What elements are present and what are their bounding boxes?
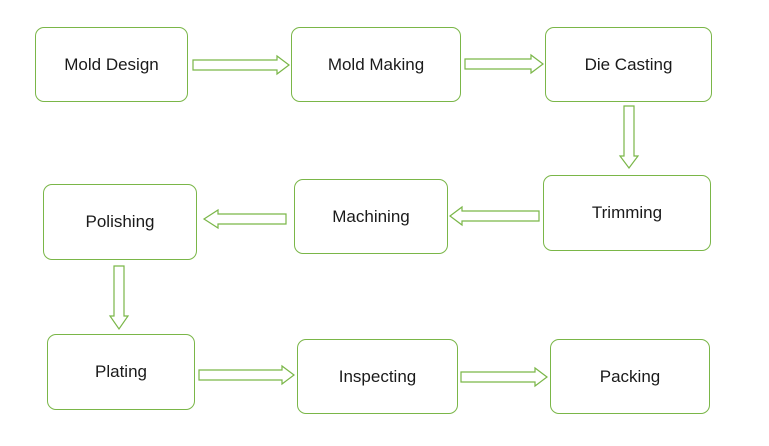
step-mold-making: Mold Making bbox=[291, 27, 461, 102]
arrow-right-icon bbox=[460, 366, 548, 388]
step-trimming: Trimming bbox=[543, 175, 711, 251]
step-plating: Plating bbox=[47, 334, 195, 410]
step-inspecting: Inspecting bbox=[297, 339, 458, 414]
step-machining: Machining bbox=[294, 179, 448, 254]
step-polishing: Polishing bbox=[43, 184, 197, 260]
step-label: Die Casting bbox=[584, 54, 673, 74]
step-label: Polishing bbox=[85, 212, 155, 231]
arrow-left-icon bbox=[449, 205, 540, 227]
arrow-left-icon bbox=[202, 208, 287, 230]
step-label: Trimming bbox=[591, 203, 663, 222]
arrow-right-icon bbox=[464, 53, 544, 75]
arrow-right-icon bbox=[198, 364, 295, 386]
arrow-down-icon bbox=[108, 265, 130, 331]
step-label: Inspecting bbox=[338, 366, 417, 386]
step-label: Machining bbox=[332, 206, 410, 226]
step-label: Mold Making bbox=[327, 54, 425, 74]
step-label: Mold Design bbox=[64, 54, 159, 74]
step-label: Plating bbox=[95, 362, 147, 381]
step-mold-design: Mold Design bbox=[35, 27, 188, 102]
arrow-down-icon bbox=[618, 105, 640, 169]
arrow-right-icon bbox=[192, 54, 290, 76]
step-label: Packing bbox=[599, 366, 661, 386]
step-die-casting: Die Casting bbox=[545, 27, 712, 102]
step-packing: Packing bbox=[550, 339, 710, 414]
